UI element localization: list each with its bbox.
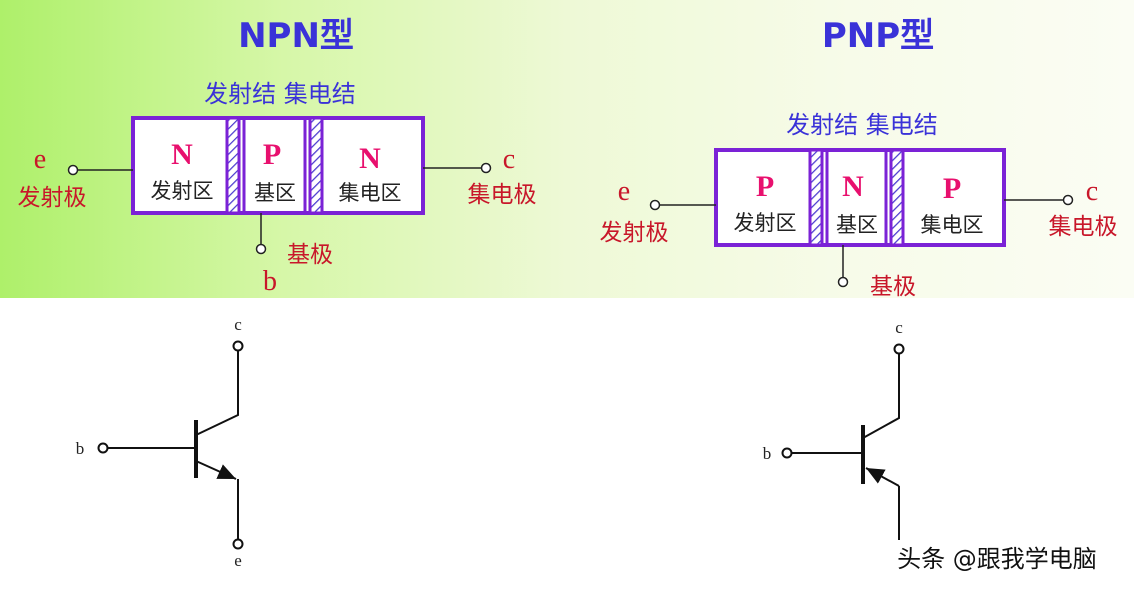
pnp-outline <box>714 148 1006 247</box>
pnp-emitter-junction <box>808 148 824 247</box>
npn-symbol-c-label: c <box>234 315 242 334</box>
npn-outline <box>131 116 425 215</box>
npn-emitter-letter: e <box>34 144 46 175</box>
pnp-region-1-name: 发射区 <box>734 211 797 235</box>
npn-emitter-terminal <box>67 164 79 176</box>
npn-emitter-junction <box>225 116 241 215</box>
npn-region-2-letter: P <box>263 138 281 171</box>
npn-region-2-name: 基区 <box>254 181 296 205</box>
npn-collector-letter: c <box>503 144 515 175</box>
npn-region-1-name: 发射区 <box>151 179 214 203</box>
pnp-collector-letter: c <box>1086 176 1098 207</box>
npn-title: NPN型 <box>238 16 354 56</box>
pnp-symbol-b-label: b <box>763 444 772 463</box>
npn-region-1-letter: N <box>171 138 193 171</box>
pnp-structure: PNP型 发射结 集电结 P 发射区 N 基区 P 集电区 e 发射极 c 集电… <box>600 16 1118 300</box>
watermark: 头条 @跟我学电脑 <box>897 545 1097 573</box>
npn-symbol-emitter-arrow <box>195 460 237 480</box>
npn-symbol-b-label: b <box>76 439 85 458</box>
pnp-region-3-letter: P <box>943 172 961 205</box>
npn-symbol-e-label: e <box>234 551 242 570</box>
npn-symbol-c-terminal <box>232 340 244 352</box>
npn-collector-name: 集电极 <box>468 182 537 208</box>
pnp-emitter-letter: e <box>618 176 630 207</box>
pnp-junction-labels: 发射结 集电结 <box>786 111 938 139</box>
npn-collector-terminal <box>480 162 492 174</box>
npn-base-terminal <box>255 243 267 255</box>
pnp-collector-terminal <box>1062 194 1074 206</box>
npn-structure: NPN型 发射结 集电结 N 发射区 P 基区 N 集电区 e 发射极 c 集电… <box>18 16 537 297</box>
npn-symbol-e-terminal <box>232 538 244 550</box>
pnp-base-terminal <box>837 276 849 288</box>
npn-symbol-b-terminal <box>97 442 109 454</box>
pnp-region-2-name: 基区 <box>836 213 878 237</box>
npn-junction-labels: 发射结 集电结 <box>204 80 356 108</box>
pnp-collector-name: 集电极 <box>1049 214 1118 240</box>
npn-base-name: 基极 <box>287 242 333 268</box>
pnp-emitter-terminal <box>649 199 661 211</box>
pnp-base-name: 基极 <box>870 274 916 300</box>
pnp-symbol-b-terminal <box>781 447 793 459</box>
pnp-region-3-name: 集电区 <box>921 213 984 237</box>
pnp-symbol-c-terminal <box>893 343 905 355</box>
npn-region-3-letter: N <box>359 142 381 175</box>
npn-region-3-name: 集电区 <box>339 181 402 205</box>
npn-collector-junction <box>308 116 324 215</box>
npn-emitter-name: 发射极 <box>18 185 87 211</box>
pnp-emitter-name: 发射极 <box>600 220 669 246</box>
pnp-symbol: c b <box>763 318 905 540</box>
npn-base-letter: b <box>263 266 277 297</box>
pnp-symbol-emitter-arrow <box>865 467 900 487</box>
pnp-region-1-letter: P <box>756 170 774 203</box>
pnp-region-2-letter: N <box>842 170 864 203</box>
pnp-symbol-c-label: c <box>895 318 903 337</box>
npn-symbol: c b e <box>76 315 244 570</box>
pnp-title: PNP型 <box>822 16 934 56</box>
pnp-collector-junction <box>889 148 905 247</box>
